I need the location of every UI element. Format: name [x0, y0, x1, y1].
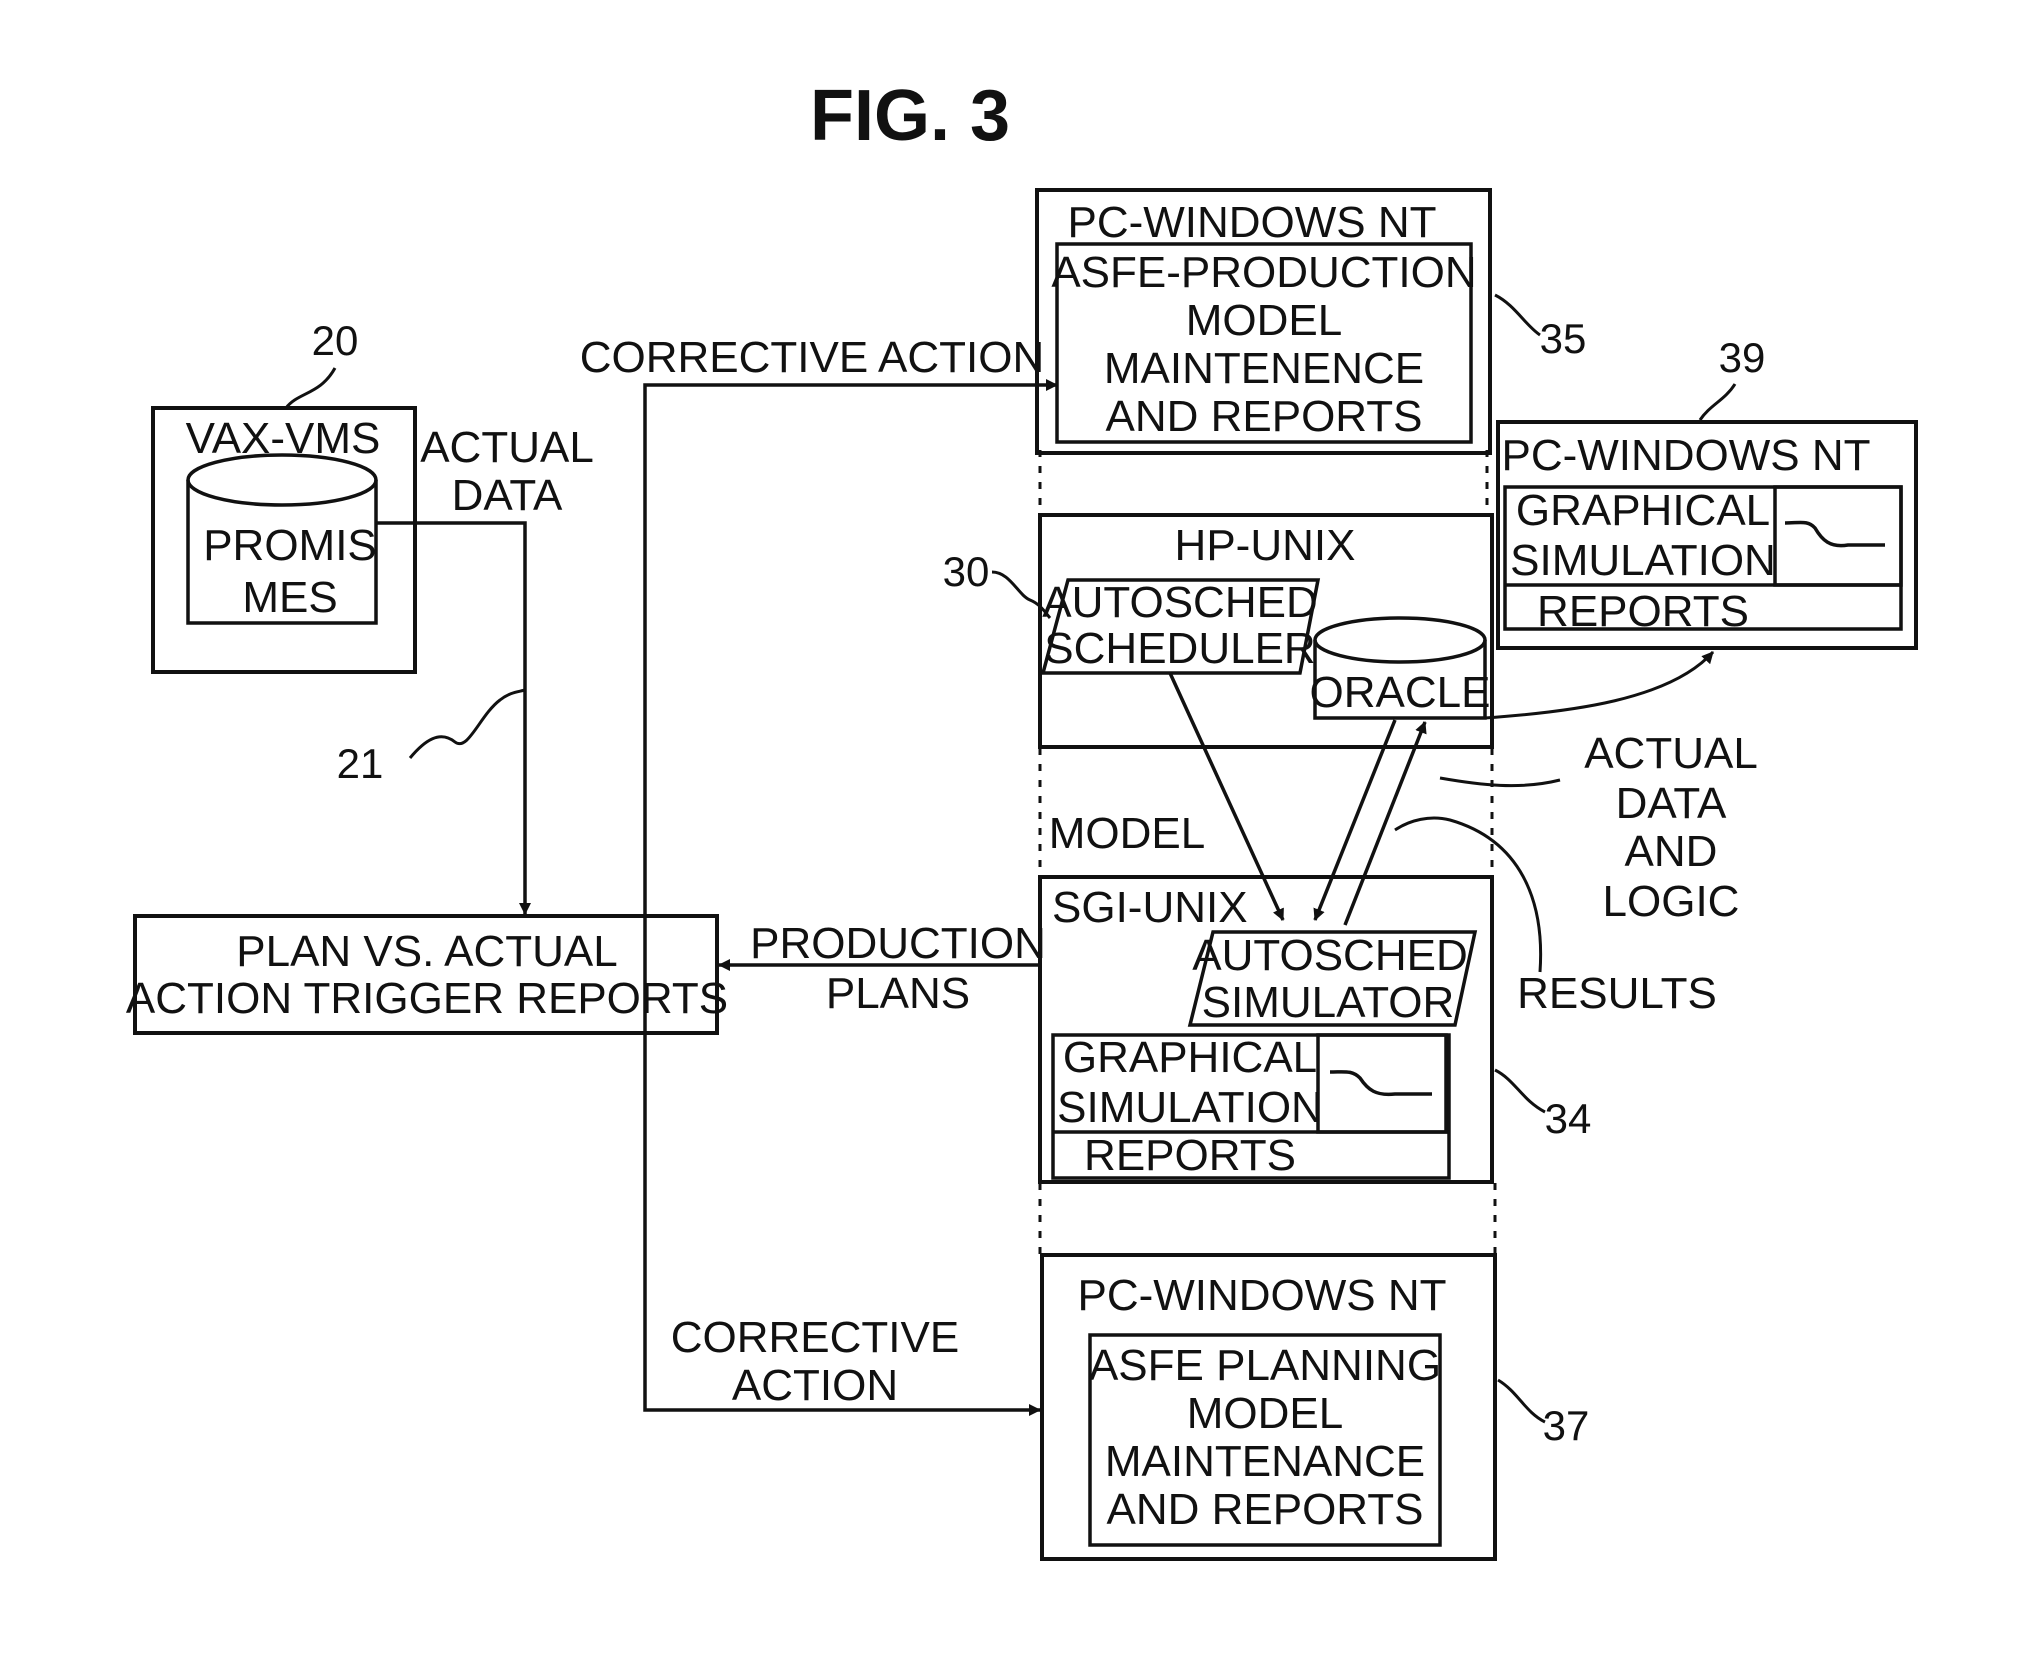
corrective-action-bottom-line2: ACTION	[732, 1361, 898, 1410]
dashed-connectors	[1038, 450, 1497, 1255]
sgi-line1: GRAPHICAL	[1063, 1033, 1317, 1082]
autosched-scheduler-line2: SCHEDULER	[1044, 624, 1315, 673]
corrective-action-bottom-line1: CORRECTIVE	[671, 1313, 959, 1362]
autosched-scheduler-line1: AUTOSCHED	[1042, 578, 1317, 627]
ref-30: 30	[943, 548, 990, 595]
pc35-inner-box	[1055, 242, 1473, 444]
corrective-action-top-label: CORRECTIVE ACTION	[580, 333, 1045, 382]
pc-windows-nt-39-node: PC-WINDOWS NT GRAPHICAL SIMULATION REPOR…	[1496, 334, 1918, 650]
pc39-line3: REPORTS	[1537, 587, 1749, 636]
plan-vs-actual-line2: ACTION TRIGGER REPORTS	[126, 974, 728, 1023]
model-label: MODEL	[1049, 809, 1205, 858]
pc37-os-label: PC-WINDOWS NT	[1077, 1271, 1446, 1320]
actual-data-logic-line1: ACTUAL	[1584, 729, 1758, 778]
production-plans-line2: PLANS	[826, 969, 970, 1018]
pc37-line2: MODEL	[1187, 1389, 1343, 1438]
oracle-label: ORACLE	[1310, 668, 1491, 717]
pc39-chart-panel	[1773, 485, 1903, 587]
sgi-report-box	[1051, 1033, 1451, 1180]
pc37-inner-box	[1088, 1333, 1442, 1547]
ref-30-leader	[991, 570, 1052, 619]
ref-34: 34	[1545, 1095, 1592, 1142]
plan-vs-actual-line1: PLAN VS. ACTUAL	[236, 927, 617, 976]
pc35-line3: MAINTENENCE	[1104, 344, 1424, 393]
autosched-simulator-line2: SIMULATOR	[1202, 978, 1455, 1027]
ref-21-leader	[408, 688, 526, 759]
ref-37-leader	[1497, 1378, 1546, 1424]
oracle-to-simulator-arrow	[1313, 719, 1397, 921]
pc35-os-label: PC-WINDOWS NT	[1067, 198, 1436, 247]
pc35-line2: MODEL	[1186, 296, 1342, 345]
ref-39-leader	[1698, 383, 1737, 421]
actual-data-logic-line3: AND	[1625, 827, 1718, 876]
pc39-line1: GRAPHICAL	[1516, 486, 1770, 535]
ref-34-leader	[1494, 1068, 1546, 1114]
actual-data-logic-line4: LOGIC	[1603, 877, 1740, 926]
autosched-scheduler-shape	[1040, 578, 1321, 675]
sgi-unix-node: SGI-UNIX AUTOSCHED SIMULATOR GRAPHICAL S…	[1038, 875, 1592, 1184]
ref-20-leader	[284, 367, 337, 409]
sgi-unix-box	[1038, 875, 1494, 1184]
ref-35: 35	[1540, 315, 1587, 362]
pc39-outer-box	[1496, 420, 1918, 650]
pc35-outer-box	[1035, 188, 1492, 455]
pc37-line4: AND REPORTS	[1106, 1485, 1423, 1534]
actual-data-logic-line2: DATA	[1616, 779, 1727, 828]
sgi-unix-label: SGI-UNIX	[1052, 883, 1248, 932]
oracle-database-icon	[1313, 616, 1487, 720]
vax-vms-node: VAX-VMS PROMIS MES 20	[151, 317, 417, 674]
simulator-to-oracle-arrow	[1343, 721, 1427, 926]
pc-windows-nt-37-node: PC-WINDOWS NT ASFE PLANNING MODEL MAINTE…	[1040, 1253, 1590, 1561]
ref-20: 20	[312, 317, 359, 364]
pc39-chart-graph-icon	[1784, 520, 1885, 548]
actual-data-logic-leader	[1439, 776, 1561, 788]
pc37-line1: ASFE PLANNING	[1089, 1341, 1441, 1390]
autosched-simulator-shape	[1187, 930, 1478, 1027]
hp-unix-node: HP-UNIX AUTOSCHED SCHEDULER ORACLE 30	[943, 513, 1494, 749]
actual-data-label-line2: DATA	[452, 471, 563, 520]
ref-35-leader	[1494, 293, 1541, 337]
autosched-simulator-line1: AUTOSCHED	[1192, 931, 1467, 980]
production-plans-line1: PRODUCTION	[750, 919, 1046, 968]
sgi-line3: REPORTS	[1084, 1131, 1296, 1180]
results-leader	[1394, 816, 1543, 973]
corrective-action-top-arrow	[643, 379, 1058, 1033]
actual-data-link-arrow	[376, 521, 531, 915]
sgi-chart-panel	[1316, 1033, 1448, 1134]
hp-unix-box	[1038, 513, 1494, 749]
promis-mes-database-icon	[186, 453, 378, 625]
corrective-action-bottom-arrow	[643, 1033, 1041, 1416]
hp-unix-label: HP-UNIX	[1175, 521, 1356, 570]
pc-windows-nt-35-node: PC-WINDOWS NT ASFE-PRODUCTION MODEL MAIN…	[1035, 188, 1587, 455]
pc39-line2: SIMULATION	[1510, 536, 1776, 585]
sgi-line2: SIMULATION	[1057, 1083, 1323, 1132]
actual-data-label-line1: ACTUAL	[420, 423, 594, 472]
vax-vms-box	[151, 406, 417, 674]
pc39-os-label: PC-WINDOWS NT	[1501, 431, 1870, 480]
ref-21: 21	[337, 740, 384, 787]
ref-37: 37	[1543, 1402, 1590, 1449]
oracle-to-pc39-arrow	[1484, 650, 1715, 720]
plan-vs-actual-box	[133, 914, 719, 1035]
mes-label: MES	[242, 573, 337, 622]
plan-vs-actual-node: PLAN VS. ACTUAL ACTION TRIGGER REPORTS	[126, 914, 728, 1035]
sgi-chart-graph-icon	[1329, 1070, 1432, 1097]
pc35-line1: ASFE-PRODUCTION	[1051, 248, 1476, 297]
pc37-outer-box	[1040, 1253, 1497, 1561]
pc37-line3: MAINTENANCE	[1105, 1437, 1425, 1486]
figure-title: FIG. 3	[810, 76, 1010, 156]
scheduler-to-simulator-arrow	[1168, 672, 1285, 921]
pc35-line4: AND REPORTS	[1105, 392, 1422, 441]
promis-label: PROMIS	[203, 521, 377, 570]
results-label: RESULTS	[1517, 969, 1717, 1018]
ref-39: 39	[1719, 334, 1766, 381]
